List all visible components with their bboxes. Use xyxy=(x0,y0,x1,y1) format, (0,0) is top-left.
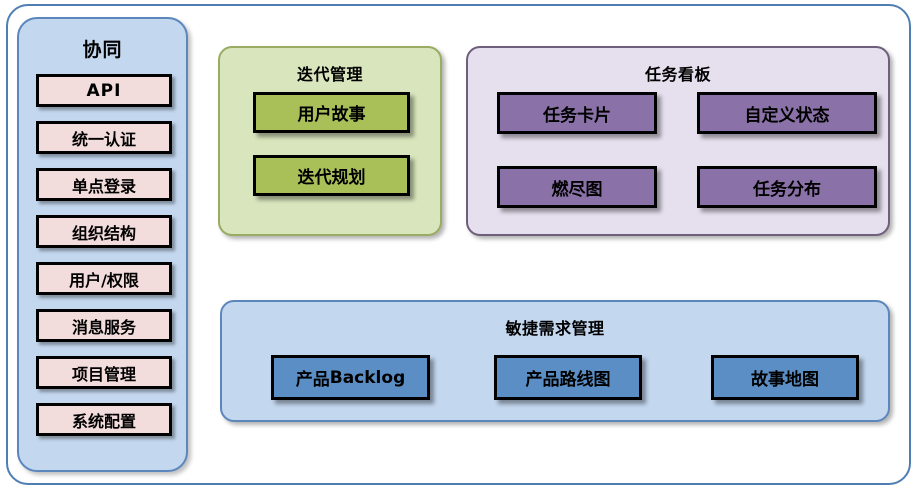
group-title-agile-requirements: 敏捷需求管理 xyxy=(505,319,605,338)
sidebar-title: 协同 xyxy=(82,39,123,61)
sidebar-item-list: API 统一认证 单点登录 组织结构 用户/权限 消息服务 项目管理 系统配置 xyxy=(36,74,172,450)
node-product-backlog-cjk: 产品 xyxy=(295,370,330,390)
sidebar-item-user-permissions[interactable]: 用户/权限 xyxy=(36,262,172,295)
node-task-distribution[interactable]: 任务分布 xyxy=(697,166,877,208)
sidebar-item-system-config[interactable]: 系统配置 xyxy=(36,403,172,436)
group-panel-task-board[interactable]: 任务看板 任务卡片 自定义状态 燃尽图 任务分布 xyxy=(466,46,890,236)
sidebar-item-unified-auth[interactable]: 统一认证 xyxy=(36,121,172,154)
node-user-story[interactable]: 用户故事 xyxy=(253,92,410,133)
node-story-map[interactable]: 故事地图 xyxy=(711,355,859,400)
node-product-roadmap[interactable]: 产品路线图 xyxy=(494,355,642,400)
group-title-task-board: 任务看板 xyxy=(644,65,711,84)
sidebar-item-project-management[interactable]: 项目管理 xyxy=(36,356,172,389)
sidebar-item-org-structure[interactable]: 组织结构 xyxy=(36,215,172,248)
node-burndown-chart[interactable]: 燃尽图 xyxy=(497,166,657,208)
sidebar-item-api[interactable]: API xyxy=(36,74,172,107)
sidebar-item-message-service[interactable]: 消息服务 xyxy=(36,309,172,342)
sidebar-panel-collaboration[interactable]: 协同 API 统一认证 单点登录 组织结构 用户/权限 消息服务 项目管理 系统… xyxy=(17,17,188,472)
sidebar-item-single-sign-on[interactable]: 单点登录 xyxy=(36,168,172,201)
group-title-iteration-management: 迭代管理 xyxy=(296,65,363,84)
node-custom-status[interactable]: 自定义状态 xyxy=(697,92,877,134)
group-panel-iteration-management[interactable]: 迭代管理 用户故事 迭代规划 xyxy=(218,46,442,236)
node-iteration-planning[interactable]: 迭代规划 xyxy=(253,155,410,196)
node-product-backlog-latin: Backlog xyxy=(329,367,406,388)
node-task-card[interactable]: 任务卡片 xyxy=(497,92,657,134)
